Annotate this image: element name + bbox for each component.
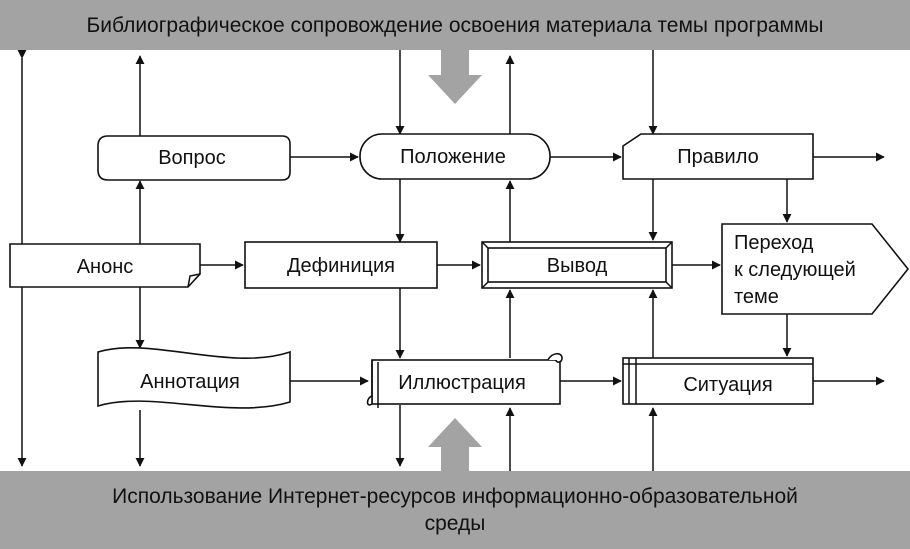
node-illyustraciya-label: Иллюстрация: [398, 372, 526, 394]
node-definiciya-label: Дефиниция: [287, 255, 395, 277]
node-annotaciya-label: Аннотация: [140, 371, 240, 393]
node-definiciya: Дефиниция: [244, 241, 438, 289]
big-arrow-up: [428, 418, 482, 471]
node-pravilo-label: Правило: [677, 146, 758, 168]
node-pravilo: Правило: [622, 133, 814, 180]
node-illyustraciya: Иллюстрация: [366, 352, 563, 408]
node-situaciya: Ситуация: [622, 357, 814, 405]
node-polozhenie: Положение: [359, 133, 551, 180]
node-situaciya-label: Ситуация: [683, 374, 772, 396]
big-arrow-down: [428, 50, 482, 104]
node-vyvod-label: Вывод: [547, 255, 608, 277]
node-perehod: Переход к следующей теме: [721, 223, 910, 315]
node-vyvod: Вывод: [481, 241, 673, 289]
node-vopros-label: Вопрос: [158, 147, 226, 169]
node-annotaciya: Аннотация: [97, 346, 291, 409]
node-perehod-label-line1: Переход: [734, 232, 814, 254]
top-band: [0, 0, 910, 50]
node-perehod-label-line3: теме: [734, 286, 779, 308]
node-polozhenie-label: Положение: [400, 146, 506, 168]
node-anons: Анонс: [9, 243, 201, 288]
bottom-band-label-line1: Использование Интернет-ресурсов информац…: [112, 485, 798, 508]
bottom-band-label-line2: среды: [425, 512, 486, 535]
node-vopros: Вопрос: [97, 135, 291, 181]
node-perehod-label-line2: к следующей: [734, 259, 856, 281]
bottom-band: [0, 471, 910, 549]
top-band-label: Библиографическое сопровождение освоения…: [86, 14, 823, 37]
connectors: [17, 49, 885, 471]
node-anons-label: Анонс: [77, 256, 134, 278]
